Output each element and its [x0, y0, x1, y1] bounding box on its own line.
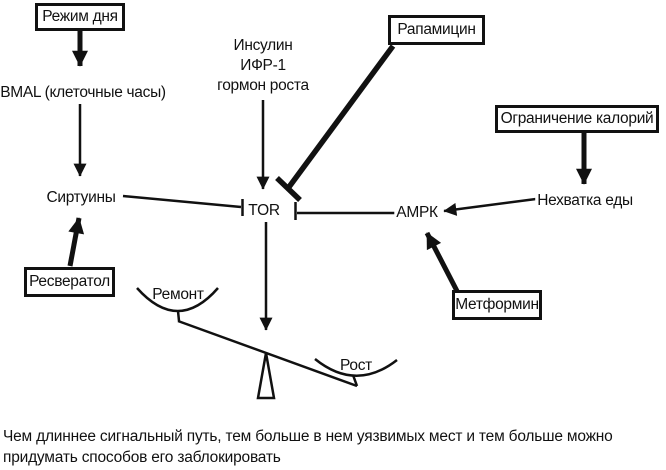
box-metformin-label: Метформин	[455, 296, 539, 313]
node-insulin: Инсулин	[233, 37, 293, 54]
node-igf1: ИФР-1	[240, 57, 286, 74]
caption-line-2: придумать способов его заблокировать	[3, 449, 281, 466]
figure-caption: Чем длиннее сигнальный путь, тем больше …	[3, 426, 663, 468]
node-bmal: BMAL (клеточные часы)	[0, 84, 168, 102]
repair-pan-arc	[136, 287, 219, 313]
seesaw-beam	[177, 319, 358, 388]
box-rapamycin-label: Рапамицин	[397, 21, 476, 38]
repair-pan-stem	[176, 310, 181, 322]
node-insulin-group: Инсулин ИФР-1 гормон роста	[215, 36, 311, 96]
caption-line-1: Чем длиннее сигнальный путь, тем больше …	[3, 428, 613, 445]
box-calorie-restriction: Ограничение калорий	[495, 105, 659, 133]
node-growth: Рост	[340, 357, 372, 374]
node-ampk: АМРК	[394, 204, 440, 222]
inhibit-rapamycin-to-tor-line	[286, 44, 396, 189]
growth-pan-arc	[314, 358, 398, 377]
node-repair: Ремонт	[152, 286, 204, 303]
fulcrum-triangle	[256, 352, 276, 400]
arrow-metformin-to-ampk	[424, 231, 460, 293]
node-food-shortage: Нехватка еды	[535, 192, 635, 210]
node-tor: TOR	[246, 202, 282, 220]
box-rapamycin: Рапамицин	[388, 15, 485, 45]
inhibit-rapamycin-to-tor-bar	[275, 176, 302, 202]
box-regime-label: Режим дня	[42, 8, 118, 25]
box-resveratrol-label: Ресвератол	[29, 273, 110, 290]
arrow-resveratrol-to-sirtuins	[67, 217, 85, 267]
box-calorie-restriction-label: Ограничение калорий	[500, 110, 654, 127]
box-regime: Режим дня	[35, 3, 125, 31]
node-sirtuins: Сиртуины	[44, 189, 118, 207]
node-growth-hormone: гормон роста	[217, 77, 309, 94]
box-metformin: Метформин	[452, 290, 542, 320]
inhibit-sirtuins-to-tor-line	[122, 194, 242, 209]
box-resveratrol: Ресвератол	[24, 267, 115, 297]
arrow-foodshortage-to-ampk	[443, 197, 537, 216]
seesaw-scale	[136, 287, 398, 400]
